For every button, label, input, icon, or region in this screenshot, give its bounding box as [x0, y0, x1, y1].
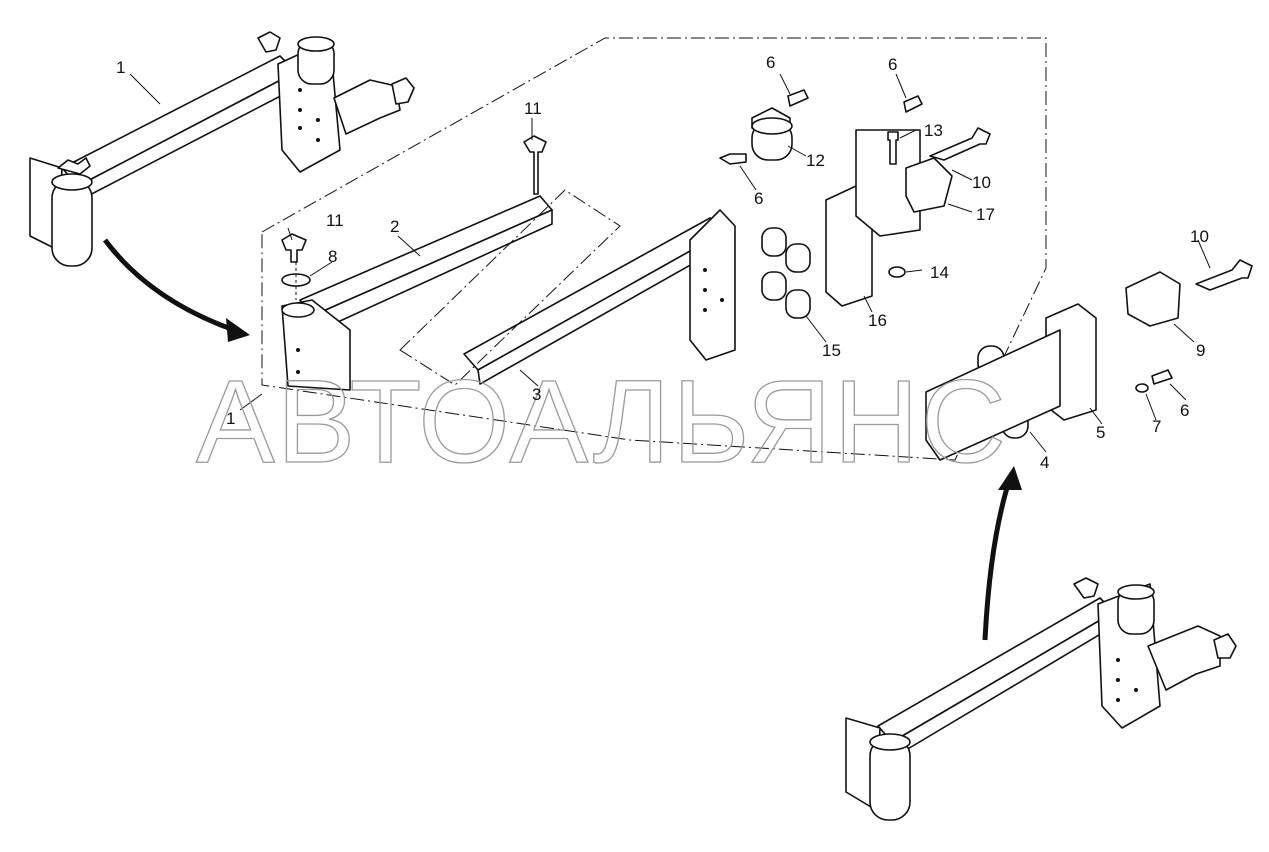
part-arm-upper	[281, 195, 553, 391]
part-bolt-13	[887, 131, 899, 165]
rail-outline	[399, 189, 621, 386]
callout-5: 5	[1096, 423, 1105, 442]
part-knob-11-upper	[523, 135, 547, 195]
part-tube-5	[925, 329, 1061, 461]
part-bracket-16-arm	[855, 129, 921, 237]
callout-2: 2	[390, 217, 399, 236]
part-bolt-6-d	[1151, 369, 1173, 385]
arrow-to-exploded	[103, 238, 250, 342]
callout-4: 4	[1040, 453, 1049, 472]
callout-6-b: 6	[888, 55, 897, 74]
callout-13: 13	[924, 121, 943, 140]
arrow-from-bottom-unit	[982, 466, 1022, 641]
part-lockwasher-7	[1135, 383, 1149, 393]
callout-11-a: 11	[524, 99, 542, 118]
callout-12: 12	[806, 151, 825, 170]
callout-14: 14	[930, 263, 949, 282]
callout-17: 17	[976, 205, 995, 224]
part-nut-14	[888, 266, 906, 278]
callout-6-d: 6	[1180, 401, 1189, 420]
part-rail-lower	[463, 209, 736, 385]
callout-1-left: 1	[226, 409, 235, 428]
part-knob-11-left	[281, 233, 307, 263]
part-clamp-9	[1125, 271, 1181, 327]
callout-3: 3	[532, 385, 541, 404]
assembled-unit-bottom-right	[845, 577, 1237, 821]
callout-6-a: 6	[766, 53, 775, 72]
callout-6-c: 6	[754, 189, 763, 208]
leader-lines	[129, 73, 1211, 453]
assembled-unit-top-left	[29, 31, 415, 267]
part-bolt-6-a	[787, 89, 809, 107]
callouts: 1 1 2 3 4 5 6 6 6 6 7 8 9 10 10 11 11 12…	[116, 53, 1209, 472]
part-bolt-6-b	[903, 95, 923, 113]
part-knob-10-lower	[1195, 259, 1253, 291]
part-knob-10-upper	[929, 127, 991, 161]
callout-10-b: 10	[1190, 227, 1209, 246]
part-rollers-15	[761, 227, 811, 319]
part-clamp-17	[905, 157, 953, 213]
callout-16: 16	[868, 311, 887, 330]
callout-15: 15	[822, 341, 841, 360]
callout-9: 9	[1196, 341, 1205, 360]
part-collar-12	[751, 107, 793, 161]
callout-1-top: 1	[116, 58, 125, 77]
watermark: АВТОАЛЬЯНС	[196, 356, 1008, 488]
part-bolt-6-c	[719, 153, 747, 165]
callout-8: 8	[328, 247, 337, 266]
callout-7: 7	[1152, 417, 1161, 436]
callout-11-b: 11	[326, 211, 344, 230]
callout-10-a: 10	[972, 173, 991, 192]
